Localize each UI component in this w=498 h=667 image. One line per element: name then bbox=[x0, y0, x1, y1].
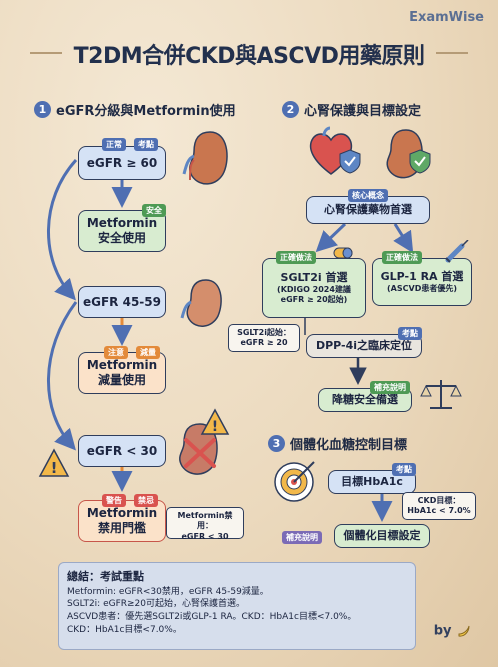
summary-line: Metformin: eGFR<30禁用，eGFR 45-59減量。 bbox=[67, 586, 269, 597]
warning-icon: ! bbox=[200, 408, 230, 435]
glp1-line2: (ASCVD患者優先) bbox=[387, 283, 457, 293]
section3-title: 3 個體化血糖控制目標 bbox=[268, 434, 407, 453]
note-ckd-line2: HbA1c < 7.0% bbox=[407, 506, 471, 516]
badge-core-concept: 核心概念 bbox=[348, 189, 388, 202]
node-egfr-mid-text: eGFR 45-59 bbox=[83, 294, 161, 309]
sglt2-line3: eGFR ≥ 20起始) bbox=[280, 294, 348, 304]
node-egfr-mid: eGFR 45-59 bbox=[78, 286, 166, 318]
safe-line1: Metformin bbox=[86, 216, 158, 230]
target-text: 目標HbA1c bbox=[341, 475, 403, 489]
curve-normal-mid bbox=[47, 158, 78, 301]
backup-text: 降糖安全備選 bbox=[332, 393, 398, 407]
badge-warning: 警告 bbox=[102, 494, 126, 507]
badge-safe: 安全 bbox=[142, 204, 166, 217]
note-sglt2-line1: SGLT2i起始： bbox=[237, 328, 291, 337]
arrow-core-glp1 bbox=[393, 223, 414, 254]
core-text: 心腎保護藥物首選 bbox=[324, 203, 412, 217]
note-ckd-line1: CKD目標： bbox=[417, 496, 461, 505]
kidney-icon bbox=[180, 279, 222, 327]
node-metformin-reduce: Metformin 減量使用 bbox=[78, 352, 166, 394]
note-sglt2i-start: SGLT2i起始： eGFR ≥ 20 bbox=[228, 324, 300, 352]
badge-normal: 正常 bbox=[102, 138, 126, 151]
note-ckd-target: CKD目標： HbA1c < 7.0% bbox=[402, 492, 476, 520]
section2-title: 2 心腎保護與目標設定 bbox=[282, 100, 421, 119]
section3-title-text: 個體化血糖控制目標 bbox=[290, 438, 408, 453]
summary-box: 總結：考試重點 Metformin: eGFR<30禁用，eGFR 45-59減… bbox=[58, 562, 416, 650]
page-title: T2DM合併CKD與ASCVD用藥原則 bbox=[73, 44, 425, 69]
summary-line: CKD：HbA1c目標<7.0%。 bbox=[67, 624, 182, 635]
glp1-line1: GLP-1 RA 首選 bbox=[380, 270, 464, 284]
badge-correct-sglt2: 正確做法 bbox=[276, 251, 316, 264]
syringe-icon bbox=[445, 240, 469, 263]
scale-icon bbox=[420, 380, 462, 409]
brand-logo: ExamWise bbox=[409, 10, 484, 25]
node-metformin-ban: Metformin 禁用門檻 bbox=[78, 500, 166, 542]
pill-icon bbox=[333, 247, 353, 259]
ban-line1: Metformin bbox=[86, 506, 158, 520]
kidney-icon bbox=[182, 131, 228, 185]
badge-backup-note: 補充說明 bbox=[370, 381, 410, 394]
node-egfr-low: eGFR < 30 bbox=[78, 435, 166, 467]
safe-line2: 安全使用 bbox=[97, 231, 146, 245]
summary-title: 總結：考試重點 bbox=[67, 570, 144, 583]
byline-text: by bbox=[433, 623, 452, 639]
title-divider-right bbox=[436, 52, 468, 54]
summary-line: ASCVD患者：優先選SGLT2i或GLP-1 RA。CKD：HbA1c目標<7… bbox=[67, 612, 357, 623]
sglt2-line2: (KDIGO 2024建議 bbox=[277, 284, 351, 294]
shield-icon bbox=[339, 149, 361, 174]
byline: by bbox=[434, 623, 472, 639]
individual-text: 個體化目標設定 bbox=[343, 529, 421, 543]
badge-correct-glp1: 正確做法 bbox=[382, 251, 422, 264]
section3-number: 3 bbox=[268, 435, 285, 452]
kidney-cross-icon bbox=[179, 423, 218, 475]
dpp4-text: DPP-4i之臨床定位 bbox=[315, 339, 413, 353]
section1-number: 1 bbox=[34, 101, 51, 118]
note-ban-line2: eGFR < 30 bbox=[181, 531, 229, 541]
badge-exam-point: 考點 bbox=[134, 138, 158, 151]
badge-caution: 注意 bbox=[104, 346, 128, 359]
arrow-core-sglt2 bbox=[315, 222, 347, 253]
note-metformin-ban: Metformin禁用： eGFR < 30 bbox=[166, 507, 244, 541]
reduce-line2: 減量使用 bbox=[97, 373, 146, 387]
node-glp1: GLP-1 RA 首選 (ASCVD患者優先) bbox=[372, 258, 472, 306]
node-egfr-low-text: eGFR < 30 bbox=[86, 443, 158, 458]
badge-individual-note: 補充說明 bbox=[282, 531, 322, 544]
node-egfr-normal: eGFR ≥ 60 bbox=[78, 146, 166, 180]
banana-icon bbox=[458, 625, 470, 637]
shield-icon bbox=[409, 149, 431, 174]
target-icon bbox=[274, 461, 315, 502]
section1-title: 1 eGFR分級與Metformin使用 bbox=[34, 100, 236, 119]
note-ban-line1: Metformin禁用： bbox=[177, 511, 233, 531]
badge-dpp4-exam: 考點 bbox=[398, 327, 422, 340]
svg-text:!: ! bbox=[51, 459, 58, 477]
node-sglt2i: SGLT2i 首選 (KDIGO 2024建議 eGFR ≥ 20起始) bbox=[262, 258, 366, 318]
badge-reduce: 減量 bbox=[136, 346, 160, 359]
title-divider-left bbox=[30, 52, 62, 54]
section2-title-text: 心腎保護與目標設定 bbox=[304, 104, 422, 119]
sglt2-line1: SGLT2i 首選 bbox=[280, 271, 348, 285]
section1-title-text: eGFR分級與Metformin使用 bbox=[56, 104, 236, 119]
node-individual-target: 個體化目標設定 bbox=[334, 524, 430, 548]
node-metformin-safe: Metformin 安全使用 bbox=[78, 210, 166, 252]
badge-contraindicated: 禁忌 bbox=[134, 494, 158, 507]
reduce-line1: Metformin bbox=[86, 358, 158, 372]
note-sglt2-line2: eGFR ≥ 20 bbox=[240, 338, 288, 348]
svg-text:!: ! bbox=[212, 419, 218, 435]
summary-line: SGLT2i: eGFR≥20可起始，心腎保護首選。 bbox=[67, 599, 246, 610]
badge-target-exam: 考點 bbox=[392, 463, 416, 476]
warning-icon: ! bbox=[38, 448, 70, 477]
curve-mid-low bbox=[47, 301, 78, 451]
section2-number: 2 bbox=[282, 101, 299, 118]
node-egfr-normal-text: eGFR ≥ 60 bbox=[86, 155, 158, 170]
ban-line2: 禁用門檻 bbox=[97, 521, 146, 535]
